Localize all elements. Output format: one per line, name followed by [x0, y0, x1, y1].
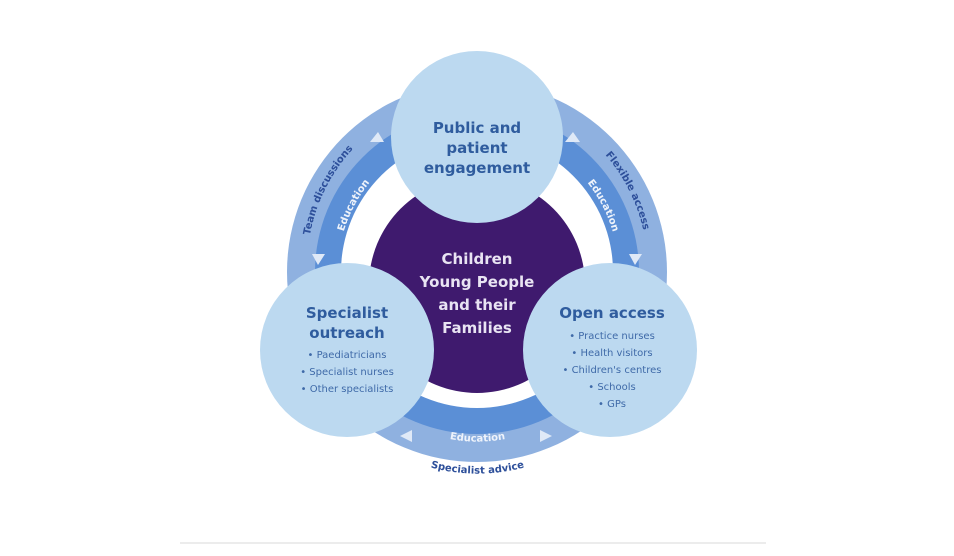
bottom-divider: [180, 542, 766, 544]
arrow-left-icon: [400, 430, 412, 442]
node-item: • Specialist nurses: [300, 367, 394, 378]
node-title-line: Open access: [559, 304, 665, 322]
center-line-2: Young People: [419, 273, 535, 291]
node-item: • Health visitors: [571, 348, 652, 359]
arrow-right-icon: [540, 430, 552, 442]
node-item: • Schools: [588, 382, 636, 393]
center-label: Children Young People and their Families: [419, 250, 535, 337]
arrow-icons: [312, 132, 642, 442]
node-title-line: Public and: [433, 119, 521, 137]
node-title-line: Specialist: [306, 304, 388, 322]
arrow-down-icon: [312, 254, 325, 265]
node-title-line: engagement: [424, 159, 530, 177]
arrow-up-icon: [565, 132, 580, 142]
node-public-patient-engagement: Public and patient engagement: [391, 51, 563, 223]
center-line-4: Families: [442, 319, 512, 337]
node-item: • Children's centres: [563, 365, 662, 376]
node-specialist-outreach: Specialist outreach • Paediatricians • S…: [260, 263, 434, 437]
link-label-education-bottom: Education: [449, 431, 506, 445]
arrow-down-icon: [629, 254, 642, 265]
center-line-3: and their: [438, 296, 516, 314]
node-title-line: outreach: [309, 324, 384, 342]
node-open-access: Open access • Practice nurses • Health v…: [523, 263, 697, 437]
arrow-up-icon: [370, 132, 384, 142]
node-item: • Practice nurses: [569, 331, 655, 342]
node-item: • Paediatricians: [308, 350, 387, 361]
link-label-specialist-advice: Specialist advice: [430, 460, 526, 477]
node-title-line: patient: [446, 139, 507, 157]
node-item: • GPs: [598, 399, 626, 410]
node-item: • Other specialists: [301, 384, 394, 395]
center-line-1: Children: [442, 250, 513, 268]
